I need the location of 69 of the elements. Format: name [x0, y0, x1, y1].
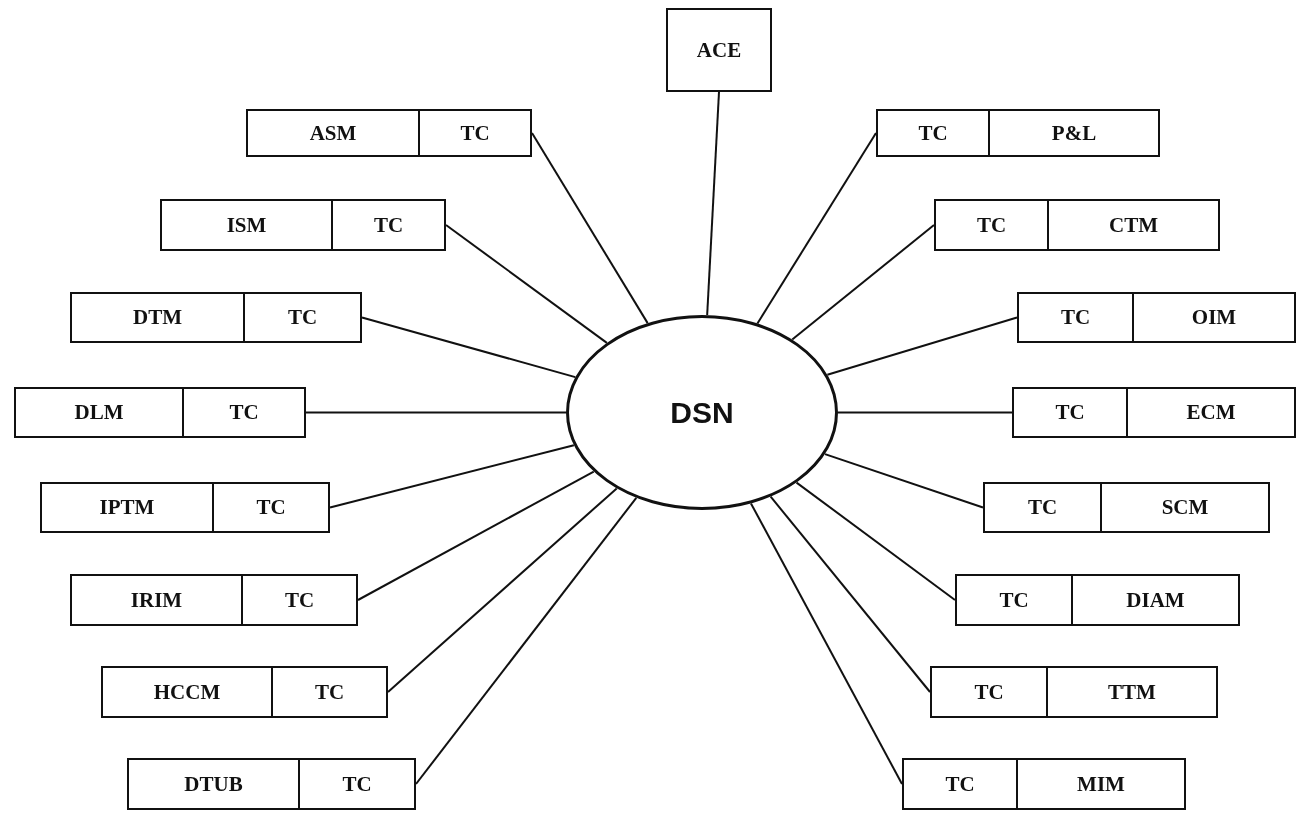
module-label: TC [878, 111, 990, 155]
module-box [40, 482, 330, 533]
connector-line [795, 481, 956, 601]
module-label: HCCM [103, 668, 273, 716]
module-label: TC [904, 760, 1018, 808]
module-label: DIAM [1125, 586, 1186, 614]
connector-line [361, 316, 577, 379]
module-label: TC [313, 678, 346, 706]
module-label: TC [932, 668, 1048, 716]
process-box [666, 8, 772, 92]
module-box [101, 666, 388, 718]
connector-line [824, 453, 984, 509]
connector-line [329, 444, 575, 509]
module-label: ASM [248, 111, 420, 155]
module-box [930, 666, 1218, 718]
module-box [934, 199, 1220, 251]
connector-line [706, 91, 720, 317]
module-box [14, 387, 306, 438]
connector-line [531, 132, 649, 325]
module-label: MIM [1076, 770, 1126, 798]
module-label: TTM [1107, 678, 1157, 706]
module-label: TC [1019, 294, 1134, 341]
module-box [902, 758, 1186, 810]
module-box [70, 292, 362, 343]
module-label: TC [985, 484, 1102, 531]
module-box [160, 199, 446, 251]
module-label: ACE [695, 36, 743, 64]
module-box [127, 758, 416, 810]
module-box [246, 109, 532, 157]
module-box [983, 482, 1270, 533]
module-label: DLM [16, 389, 184, 436]
module-label: TC [459, 119, 491, 147]
hub-ellipse [566, 315, 838, 510]
connector-line [826, 316, 1018, 376]
module-label: TC [228, 399, 260, 426]
connector-line [756, 132, 877, 325]
module-label: P&L [1050, 119, 1098, 147]
connector-line [769, 495, 931, 693]
module-box [1012, 387, 1296, 438]
module-label: OIM [1190, 304, 1238, 331]
connector-line [445, 224, 608, 344]
module-label: ISM [162, 201, 333, 249]
connector-line [749, 502, 903, 785]
module-label: TC [1014, 389, 1128, 436]
module-label: IRIM [72, 576, 243, 624]
module-label: TC [286, 304, 319, 331]
module-label: DTUB [129, 760, 300, 808]
module-label: ECM [1185, 399, 1237, 426]
module-box [876, 109, 1160, 157]
module-label: TC [341, 770, 373, 798]
connector-line [357, 470, 595, 601]
connector-line [791, 224, 935, 341]
module-label: TC [957, 576, 1073, 624]
connector-line [837, 411, 1013, 414]
module-box [70, 574, 358, 626]
connector-line [415, 496, 638, 785]
connector-line [387, 487, 618, 693]
module-box [1017, 292, 1296, 343]
connector-line [305, 411, 567, 414]
module-label: SCM [1160, 494, 1210, 521]
module-label: DSN [669, 394, 735, 431]
module-label: TC [283, 586, 316, 614]
module-label: TC [372, 211, 405, 239]
module-label: DTM [72, 294, 245, 341]
module-label: IPTM [42, 484, 214, 531]
module-label: TC [255, 494, 287, 521]
module-box [955, 574, 1240, 626]
module-label: TC [936, 201, 1049, 249]
module-label: CTM [1108, 211, 1159, 239]
